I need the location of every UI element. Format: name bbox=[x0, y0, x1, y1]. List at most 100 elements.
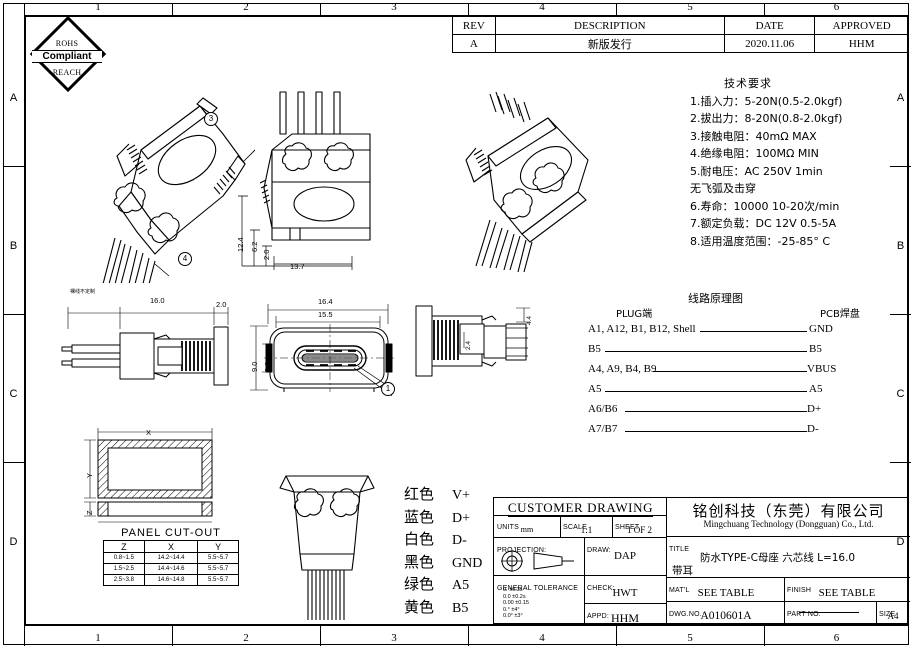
divider bbox=[666, 498, 667, 625]
col-x: X bbox=[143, 540, 199, 553]
table-header-row: Z X Y bbox=[103, 540, 239, 553]
connection-line bbox=[700, 331, 807, 332]
appd-value: HHM bbox=[610, 611, 639, 625]
zone-top-2: 2 bbox=[243, 1, 249, 13]
pad-signal: A5 bbox=[809, 383, 823, 395]
cell-y: 5.5~5.7 bbox=[197, 563, 239, 575]
sheet-label: SHEET bbox=[615, 524, 640, 531]
divider bbox=[584, 603, 666, 604]
zone-right-c: C bbox=[896, 388, 905, 400]
zone-bottom-1: 1 bbox=[95, 632, 101, 644]
dim-right-2-4: 2.4 bbox=[465, 340, 472, 350]
desc-header: DESCRIPTION bbox=[494, 16, 725, 35]
wire-color-name: 白色 bbox=[404, 530, 435, 548]
plug-signal: A4, A9, B4, B9 bbox=[588, 363, 657, 375]
part-no-label: PART NO. bbox=[787, 611, 821, 618]
title-block: CUSTOMER DRAWING UNITS mm SCALE 1:1 SHEE… bbox=[493, 497, 910, 625]
cell-y: 5.5~5.7 bbox=[197, 574, 239, 586]
title-label: TITLE bbox=[669, 546, 690, 553]
dwg-no-label: DWG.NO. bbox=[669, 611, 702, 618]
front-view-drawing bbox=[242, 296, 417, 401]
cell-y: 5.5~5.7 bbox=[197, 552, 239, 564]
zone-tick bbox=[172, 626, 173, 646]
schematic-row-gnd: A1, A12, B1, B12, Shell GND bbox=[588, 323, 908, 337]
compliant-label: Compliant bbox=[32, 50, 102, 63]
panel-cutout-table: Z X Y 0.8~1.5 14.2~14.4 5.5~5.7 1.5~2.5 … bbox=[103, 540, 239, 586]
plug-signal: A6/B6 bbox=[588, 403, 618, 415]
plug-signal: A1, A12, B1, B12, Shell bbox=[588, 323, 696, 335]
zone-tick bbox=[764, 626, 765, 646]
dim-iso-13-7: 13.7 bbox=[290, 262, 305, 271]
dim-side-16-0: 16.0 bbox=[150, 296, 165, 305]
wire-signal-name: D- bbox=[452, 533, 467, 548]
check-value: HWT bbox=[612, 587, 638, 599]
col-z: Z bbox=[103, 540, 145, 553]
reach-label: REACH bbox=[52, 68, 82, 77]
zone-tick bbox=[890, 462, 911, 463]
drawing-title-line2: 带耳 bbox=[672, 565, 693, 577]
finish-value: SEE TABLE bbox=[818, 587, 876, 599]
draw-value: DAP bbox=[613, 550, 636, 562]
schematic-header-plug: PLUG端 bbox=[616, 309, 653, 320]
zone-top-1: 1 bbox=[95, 1, 101, 13]
scale-label: SCALE bbox=[563, 524, 587, 531]
tech-req-item-3: 3.接触电阻：40mΩ MAX bbox=[690, 129, 817, 143]
wire-color-name: 红色 bbox=[404, 485, 435, 503]
dwg-no-value: A010601A bbox=[700, 610, 752, 622]
schematic-row-b5: B5 B5 bbox=[588, 343, 908, 357]
zone-tick bbox=[320, 626, 321, 646]
wiring-schematic: 线路原理图 PLUG端 PCB焊盘 A1, A12, B1, B12, Shel… bbox=[588, 292, 908, 435]
rohs-label: ROHS bbox=[55, 39, 79, 48]
size-label: SIZE bbox=[879, 611, 896, 618]
part-no-value bbox=[799, 612, 859, 613]
zone-top-5: 5 bbox=[687, 1, 693, 13]
wire-color-name: 蓝色 bbox=[404, 507, 435, 526]
dim-right-4-4: 4.4 bbox=[526, 315, 533, 325]
customer-drawing-heading: CUSTOMER DRAWING bbox=[507, 500, 654, 517]
size-value: A4 bbox=[887, 611, 899, 621]
plug-signal: A7/B7 bbox=[588, 423, 618, 435]
zone-bottom-2: 2 bbox=[243, 632, 249, 644]
table-header-row: REV DESCRIPTION DATE APPROVED bbox=[452, 16, 909, 35]
finish-label: FINISH bbox=[787, 587, 812, 594]
general-tolerance-values: 0. ±0.3s 0.0 ±0.2s 0.00 ±0.15 0.° ±4° 0.… bbox=[503, 587, 529, 620]
sheet-value: 1 OF 2 bbox=[626, 525, 652, 535]
drawing-title-line1: 防水TYPE-C母座 六芯线 L=16.0 bbox=[700, 552, 856, 564]
pad-signal: D- bbox=[807, 423, 819, 435]
panel-cutout-drawing bbox=[60, 428, 240, 524]
rev-header: REV bbox=[452, 16, 496, 35]
desc-value: 新版发行 bbox=[494, 34, 725, 53]
connection-line bbox=[605, 351, 807, 352]
projection-symbol-icon bbox=[500, 550, 580, 572]
divider bbox=[494, 515, 666, 516]
zone-top-6: 6 bbox=[833, 1, 840, 13]
material-label: MAT'L bbox=[669, 587, 690, 594]
wire-signal-name: A5 bbox=[452, 578, 470, 593]
tech-req-item-6: 6.寿命：10000 10-20次/min bbox=[690, 199, 840, 213]
panel-cutout-table-block: PANEL CUT-OUT Z X Y 0.8~1.5 14.2~14.4 5.… bbox=[103, 527, 239, 586]
zone-bottom-6: 6 bbox=[833, 632, 840, 644]
units-value: mm bbox=[520, 525, 534, 534]
zone-bottom-3: 3 bbox=[391, 632, 397, 644]
units-label: UNITS bbox=[497, 524, 519, 531]
zone-tick bbox=[764, 3, 765, 15]
divider bbox=[494, 537, 666, 538]
table-row: 2.5~3.8 14.6~14.8 5.5~5.7 bbox=[103, 574, 239, 586]
isometric-view-left bbox=[95, 88, 255, 283]
dim-front-15-5: 15.5 bbox=[318, 310, 333, 319]
approved-header: APPROVED bbox=[814, 16, 909, 35]
zone-tick bbox=[3, 314, 24, 315]
zone-tick bbox=[616, 3, 617, 15]
tech-req-item-2: 2.拔出力：8-20N(0.8-2.0kgf) bbox=[690, 112, 843, 125]
tolerance-row-3: 0.00 ±0.15 bbox=[503, 600, 529, 606]
connection-line bbox=[653, 371, 807, 372]
zone-top-3: 3 bbox=[391, 1, 397, 13]
plug-signal: B5 bbox=[588, 343, 601, 355]
tolerance-row-1: 0. ±0.3s bbox=[503, 587, 523, 593]
zone-tick bbox=[3, 166, 24, 167]
isometric-view-far-right bbox=[460, 88, 600, 278]
company-name-cn: 铭创科技（东莞）有限公司 bbox=[692, 502, 885, 520]
